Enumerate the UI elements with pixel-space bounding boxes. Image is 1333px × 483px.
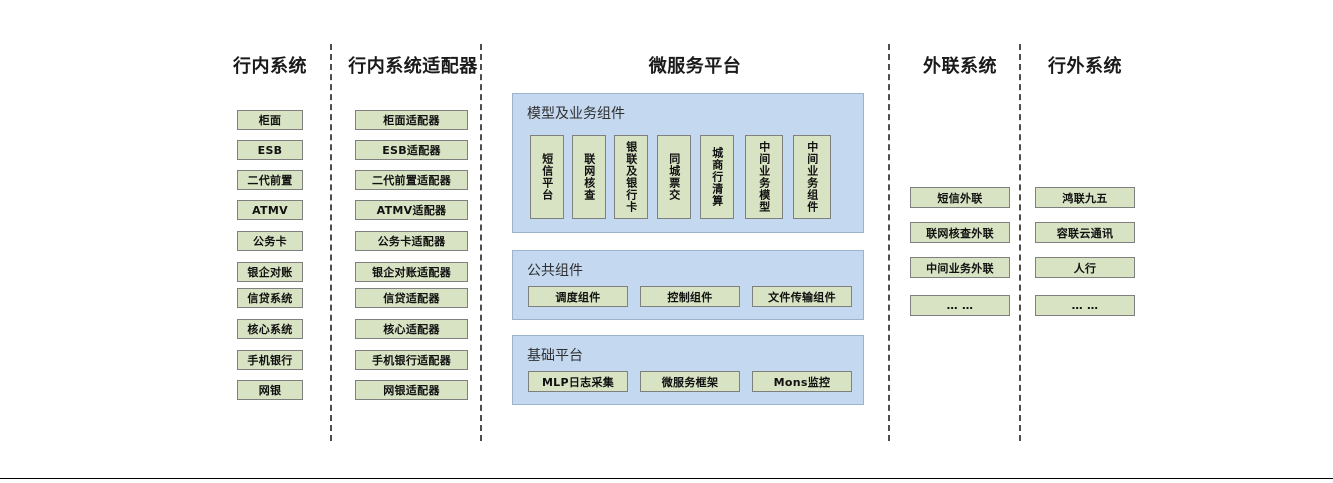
node-out-of-bank-system[interactable]: 容联云通讯 <box>1035 222 1135 243</box>
node-external-link-system[interactable]: 联网核查外联 <box>910 222 1010 243</box>
node-in-bank-adapter[interactable]: ESB适配器 <box>355 140 468 160</box>
node-business-component[interactable]: 短信平台 <box>530 135 564 219</box>
column-header-in-bank-adapters: 行内系统适配器 <box>348 56 478 77</box>
divider-2 <box>480 44 482 441</box>
node-external-link-system[interactable]: 短信外联 <box>910 187 1010 208</box>
node-in-bank-system[interactable]: 银企对账 <box>237 262 303 282</box>
divider-3 <box>888 44 890 441</box>
node-out-of-bank-system[interactable]: 鸿联九五 <box>1035 187 1135 208</box>
node-business-component[interactable]: 同城票交 <box>657 135 691 219</box>
column-header-in-bank-systems: 行内系统 <box>233 56 307 77</box>
panel-title-model-business-components: 模型及业务组件 <box>527 106 625 122</box>
node-public-component[interactable]: 控制组件 <box>640 286 740 307</box>
node-base-platform-component[interactable]: 微服务框架 <box>640 371 740 392</box>
panel-public-components: 公共组件 <box>512 250 864 320</box>
node-in-bank-system[interactable]: 公务卡 <box>237 231 303 251</box>
node-in-bank-adapter[interactable]: 网银适配器 <box>355 380 468 400</box>
node-in-bank-adapter[interactable]: 银企对账适配器 <box>355 262 468 282</box>
node-in-bank-adapter[interactable]: 手机银行适配器 <box>355 350 468 370</box>
node-out-of-bank-system[interactable]: 人行 <box>1035 257 1135 278</box>
node-external-link-system-more[interactable]: … … <box>910 295 1010 316</box>
node-business-component[interactable]: 中间业务模型 <box>745 135 783 219</box>
node-in-bank-adapter[interactable]: 信贷适配器 <box>355 288 468 308</box>
node-out-of-bank-system-more[interactable]: … … <box>1035 295 1135 316</box>
page-bottom-rule <box>0 478 1333 479</box>
node-in-bank-system[interactable]: 信贷系统 <box>237 288 303 308</box>
node-public-component[interactable]: 调度组件 <box>528 286 628 307</box>
node-in-bank-system[interactable]: 网银 <box>237 380 303 400</box>
node-base-platform-component[interactable]: Mons监控 <box>752 371 852 392</box>
node-public-component[interactable]: 文件传输组件 <box>752 286 852 307</box>
node-in-bank-adapter[interactable]: 柜面适配器 <box>355 110 468 130</box>
divider-1 <box>330 44 332 441</box>
node-in-bank-system[interactable]: ESB <box>237 140 303 160</box>
node-in-bank-system[interactable]: 手机银行 <box>237 350 303 370</box>
column-header-out-of-bank-systems: 行外系统 <box>1048 56 1122 77</box>
node-in-bank-adapter[interactable]: 核心适配器 <box>355 319 468 339</box>
panel-title-base-platform: 基础平台 <box>527 348 583 364</box>
node-base-platform-component[interactable]: MLP日志采集 <box>528 371 628 392</box>
column-header-microservice-platform: 微服务平台 <box>648 56 742 77</box>
node-external-link-system[interactable]: 中间业务外联 <box>910 257 1010 278</box>
divider-4 <box>1019 44 1021 441</box>
node-business-component[interactable]: 联网核查 <box>572 135 606 219</box>
node-in-bank-adapter[interactable]: 公务卡适配器 <box>355 231 468 251</box>
column-header-external-link-systems: 外联系统 <box>923 56 997 77</box>
panel-title-public-components: 公共组件 <box>527 263 583 279</box>
panel-base-platform: 基础平台 <box>512 335 864 405</box>
node-in-bank-adapter[interactable]: 二代前置适配器 <box>355 170 468 190</box>
node-business-component[interactable]: 银联及银行卡 <box>614 135 648 219</box>
node-in-bank-system[interactable]: 二代前置 <box>237 170 303 190</box>
node-in-bank-system[interactable]: 柜面 <box>237 110 303 130</box>
node-business-component[interactable]: 城商行清算 <box>700 135 734 219</box>
node-business-component[interactable]: 中间业务组件 <box>793 135 831 219</box>
node-in-bank-adapter[interactable]: ATMV适配器 <box>355 200 468 220</box>
node-in-bank-system[interactable]: ATMV <box>237 200 303 220</box>
node-in-bank-system[interactable]: 核心系统 <box>237 319 303 339</box>
